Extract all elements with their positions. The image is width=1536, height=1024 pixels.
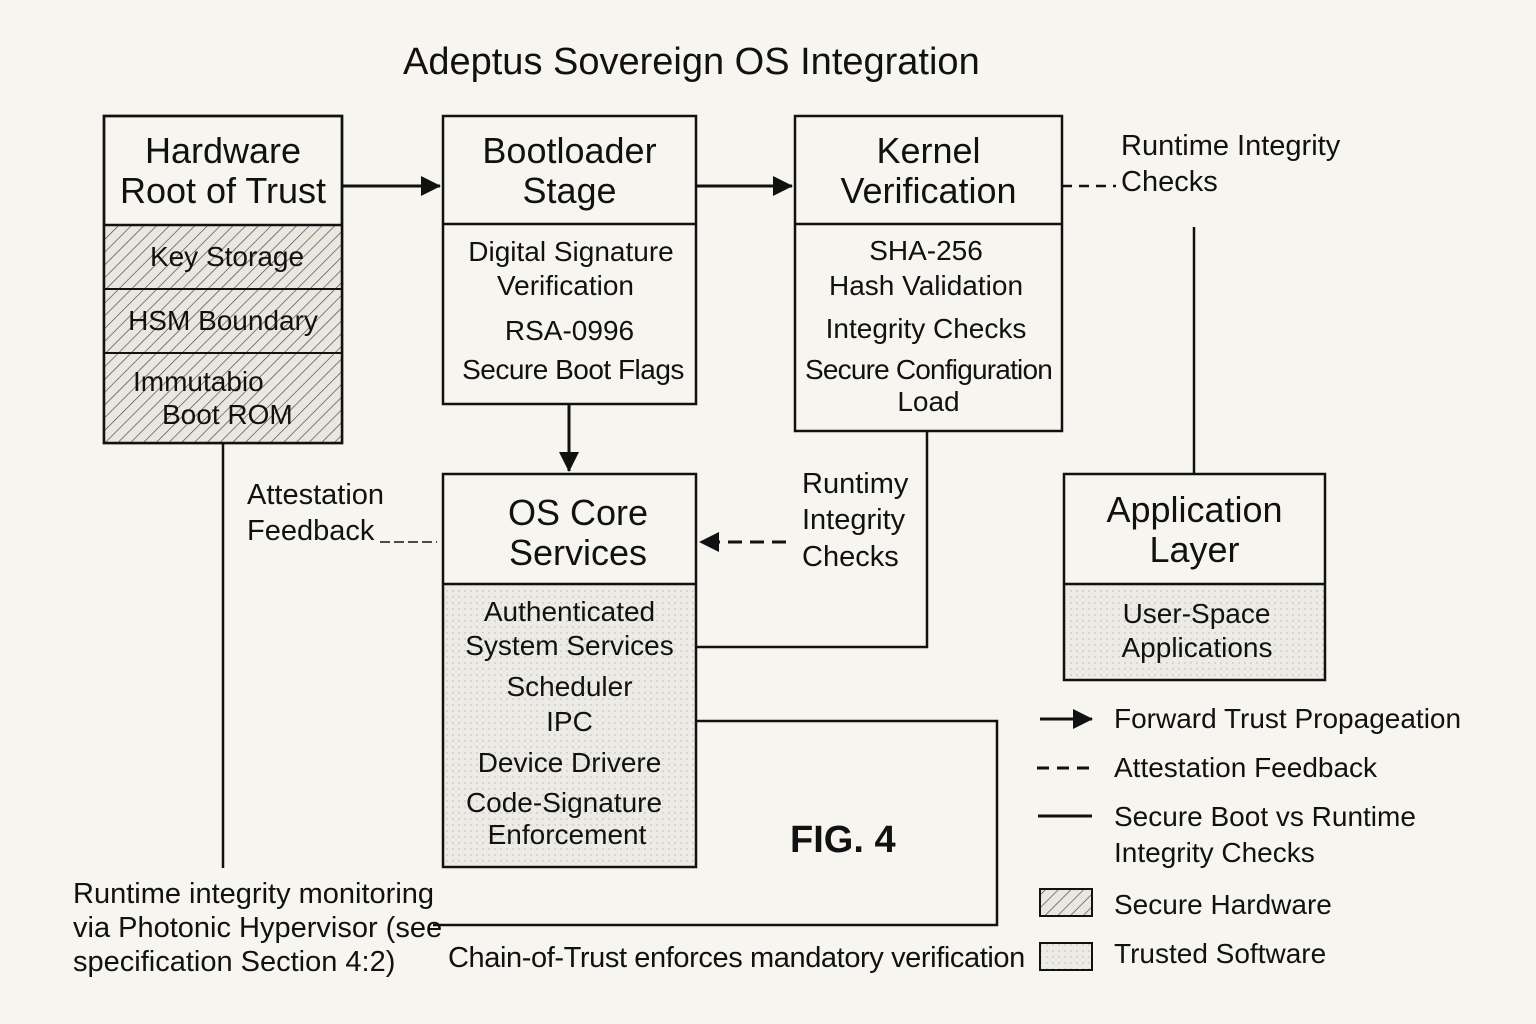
legend-dotted-swatch-icon [1039,942,1093,971]
hrot-hsm-boundary: HSM Boundary [128,305,318,336]
runtime-label-line: Runtimy [802,468,909,500]
os-core-item: IPC [546,706,593,737]
monitoring-note-line: Runtime integrity monitoring [73,878,435,910]
line-kernel-to-os-core [696,431,929,649]
hrot-title-line: Hardware [144,130,302,171]
kernel-item: Load [897,386,960,417]
os-core-item: Authenticated [483,596,656,627]
os-core-title: OS Core Services [443,493,713,572]
legend-software-label: Trusted Software [1114,938,1327,969]
os-core-item: Device Drivere [477,747,662,778]
legend-forward-label: Forward Trust Propageation [1114,703,1462,734]
legend-secure-boot-line: Secure Boot vs Runtime [1114,801,1416,832]
bootloader-item: RSA-0996 [504,315,635,346]
legend-secure-boot-line: Integrity Checks [1114,837,1315,869]
runtime-label-line: Checks [1121,166,1218,199]
runtime-label-line: Integrity [802,504,906,537]
kernel-item: Secure Configuration [804,354,1053,385]
legend-hatch-swatch-icon [1039,888,1093,917]
monitoring-note-line: specification Section 4:2) [73,946,396,979]
runtime-label-line: Runtime Integrity [1121,130,1341,162]
app-layer-item: User-Space [1122,598,1271,629]
kernel-title-line: Verification [840,169,1017,211]
app-layer-title-line: Application [1106,489,1283,530]
figure-label: FIG. 4 [790,819,896,861]
os-core-item: Scheduler [506,671,633,702]
bootloader-item: Digital Signature [468,236,674,267]
os-core-item: Enforcement [487,819,647,850]
bootloader-item: Verification [497,270,634,301]
attestation-label-line: Attestation [247,479,385,511]
kernel-title: Kernel Verification [795,131,1062,210]
attestation-feedback-label: Attestation Feedback [247,477,384,550]
bootloader-item: Secure Boot Flags [462,354,684,385]
bootloader-title-line: Stage [522,169,617,211]
hrot-key-storage: Key Storage [149,241,305,272]
bootloader-title-line: Bootloader [482,130,657,171]
os-core-body-fill [444,584,695,866]
runtime-checks-mid-label: Runtimy Integrity Checks [802,466,908,575]
hrot-title: Hardware Root of Trust [104,131,342,210]
legend-secure-boot-label: Secure Boot vs Runtime Integrity Checks [1114,799,1416,872]
hrot-rom-line2: Boot ROM [162,399,293,430]
runtime-label-line: Checks [802,540,899,573]
kernel-item: SHA-256 [869,235,983,266]
os-core-item: System Services [465,630,674,661]
diagram-title: Adeptus Sovereign OS Integration [403,41,980,83]
kernel-item: Hash Validation [828,270,1024,301]
monitoring-note: Runtime integrity monitoring via Photoni… [73,877,442,980]
attestation-label-line: Feedback [247,515,375,548]
hrot-title-line: Root of Trust [119,169,327,211]
monitoring-note-line: via Photonic Hypervisor (see [73,912,443,945]
kernel-title-line: Kernel [876,130,981,171]
chain-of-trust-note: Chain-of-Trust enforces mandatory verifi… [448,942,1025,974]
os-core-box [441,472,698,869]
kernel-item: Integrity Checks [825,313,1027,344]
app-layer-title: Application Layer [1064,490,1325,569]
runtime-checks-top-label: Runtime Integrity Checks [1121,128,1340,201]
legend-attestation-label: Attestation Feedback [1114,752,1378,783]
app-layer-title-line: Layer [1149,528,1240,570]
kernel-box [793,114,1064,433]
hrot-hatched-region [105,225,341,442]
app-body-fill [1065,584,1324,679]
bootloader-title: Bootloader Stage [443,131,696,210]
app-layer-item: Applications [1121,632,1273,663]
os-core-title-line: Services [508,531,648,573]
hrot-rom-line1: Immutabio [133,366,264,397]
os-core-item: Code-Signature [465,787,663,818]
os-core-title-line: OS Core [507,492,649,533]
legend-hardware-label: Secure Hardware [1114,889,1332,920]
line-os-core-loop [433,719,999,927]
